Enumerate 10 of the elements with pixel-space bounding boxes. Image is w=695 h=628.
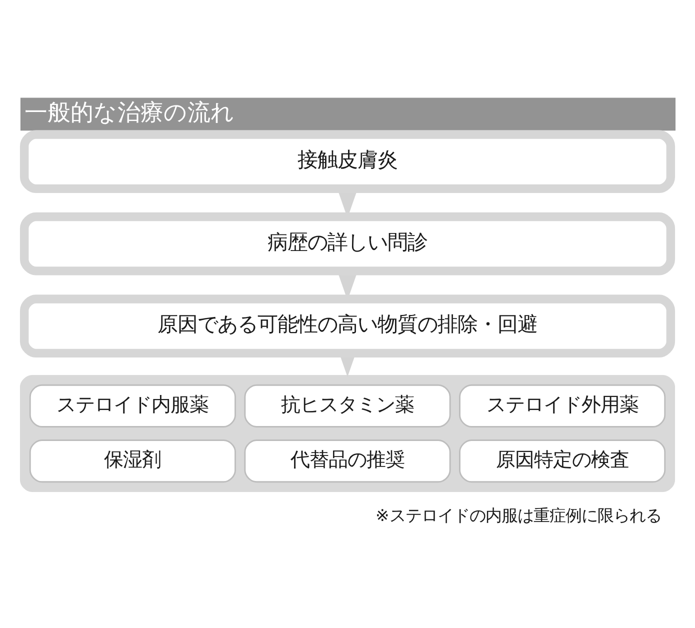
node-box: 原因特定の検査 bbox=[459, 440, 666, 483]
node-box: ステロイド内服薬 bbox=[29, 384, 236, 428]
node-box: ステロイド外用薬 bbox=[459, 384, 666, 428]
diagram-title: 一般的な治療の流れ bbox=[24, 99, 234, 126]
label: ※ステロイドの内服は重症例に限られる bbox=[376, 506, 662, 526]
cluster bbox=[20, 374, 676, 492]
node-box: 代替品の推奨 bbox=[244, 440, 451, 483]
node-box: 抗ヒスタミン薬 bbox=[244, 384, 451, 428]
node-box: 原因である可能性の高い物質の排除・回避 bbox=[20, 294, 676, 358]
node-box: 保湿剤 bbox=[29, 440, 236, 483]
